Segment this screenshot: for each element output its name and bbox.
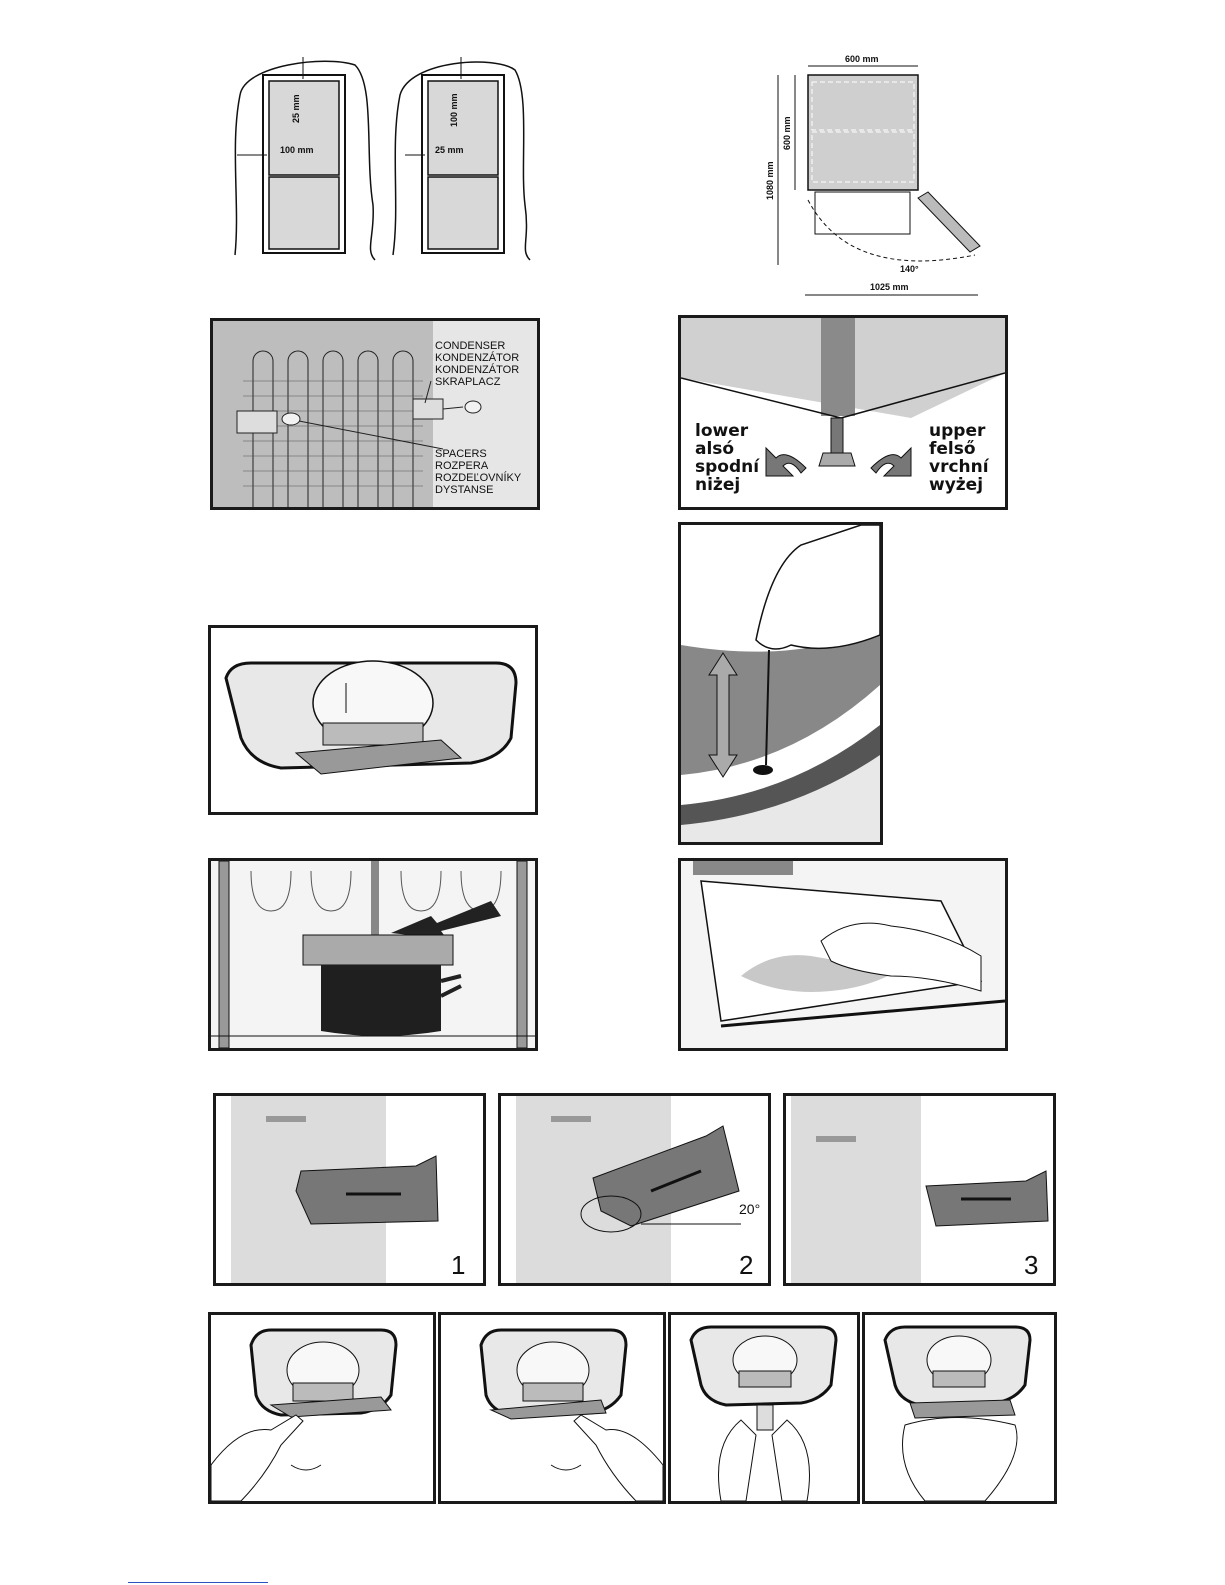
step-number: 2 [739, 1250, 753, 1280]
dimensions-figure: 600 mm 600 mm 1080 mm 140° 1025 mm [760, 50, 990, 300]
width-label: 600 mm [845, 54, 879, 64]
condenser-label: KONDENZÁTOR [435, 351, 519, 364]
bulb-step-4-figure [862, 1312, 1057, 1504]
condenser-label: SKRAPLACZ [435, 376, 501, 388]
drain-hole-figure [678, 522, 883, 845]
clearance-figure: 25 mm 100 mm 100 mm 25 mm [225, 55, 545, 265]
upper-label: upper [929, 421, 986, 441]
lower-label: lower [695, 421, 749, 441]
bulb-step-1-figure [208, 1312, 436, 1504]
bulb-step-2-figure [438, 1312, 666, 1504]
upper-labels: upper felső vrchní wyżej [929, 421, 990, 495]
condenser-figure: CONDENSER KONDENZÁTOR KONDENZÁTOR SKRAPL… [210, 318, 540, 510]
lower-label: spodní [695, 457, 760, 477]
step-number: 1 [451, 1250, 465, 1280]
compressor-figure [208, 858, 538, 1051]
spacer-label: SPACERS [435, 448, 487, 460]
angle-label: 140° [900, 264, 919, 274]
leveling-foot-figure: lower alsó spodní niżej upper felső vrch… [678, 315, 1008, 510]
spacer-label: ROZPERA [435, 460, 489, 472]
height-label: 1080 mm [765, 161, 775, 200]
fig-b-top-gap: 100 mm [449, 93, 459, 127]
fig-a-top-gap: 25 mm [291, 94, 301, 123]
fig-b-side-gap: 25 mm [435, 145, 464, 155]
condenser-label: KONDENZÁTOR [435, 363, 519, 376]
fig-a-side-gap: 100 mm [280, 145, 314, 155]
drawer-step-3-figure: 3 [783, 1093, 1056, 1286]
upper-label: wyżej [929, 475, 983, 495]
drawer-step-1-figure: 1 [213, 1093, 486, 1286]
bulb-step-3-figure [668, 1312, 860, 1504]
wiping-figure [678, 858, 1008, 1051]
open-depth-label: 1025 mm [870, 282, 909, 292]
upper-label: vrchní [929, 457, 990, 477]
upper-label: felső [929, 439, 976, 459]
spacer-label: ROZDEĽOVNÍKY [435, 471, 522, 484]
spacer-label: DYSTANSE [435, 484, 493, 496]
tilt-angle-label: 20° [739, 1201, 760, 1217]
drawer-step-2-figure: 20° 2 [498, 1093, 771, 1286]
step-number: 3 [1024, 1250, 1038, 1280]
lower-labels: lower alsó spodní niżej [695, 421, 760, 495]
thermostat-housing-figure [208, 625, 538, 815]
lower-label: niżej [695, 475, 740, 495]
condenser-label: CONDENSER [435, 340, 505, 352]
lower-label: alsó [695, 439, 734, 459]
footer-rule [128, 1582, 268, 1584]
depth-label: 600 mm [782, 116, 792, 150]
